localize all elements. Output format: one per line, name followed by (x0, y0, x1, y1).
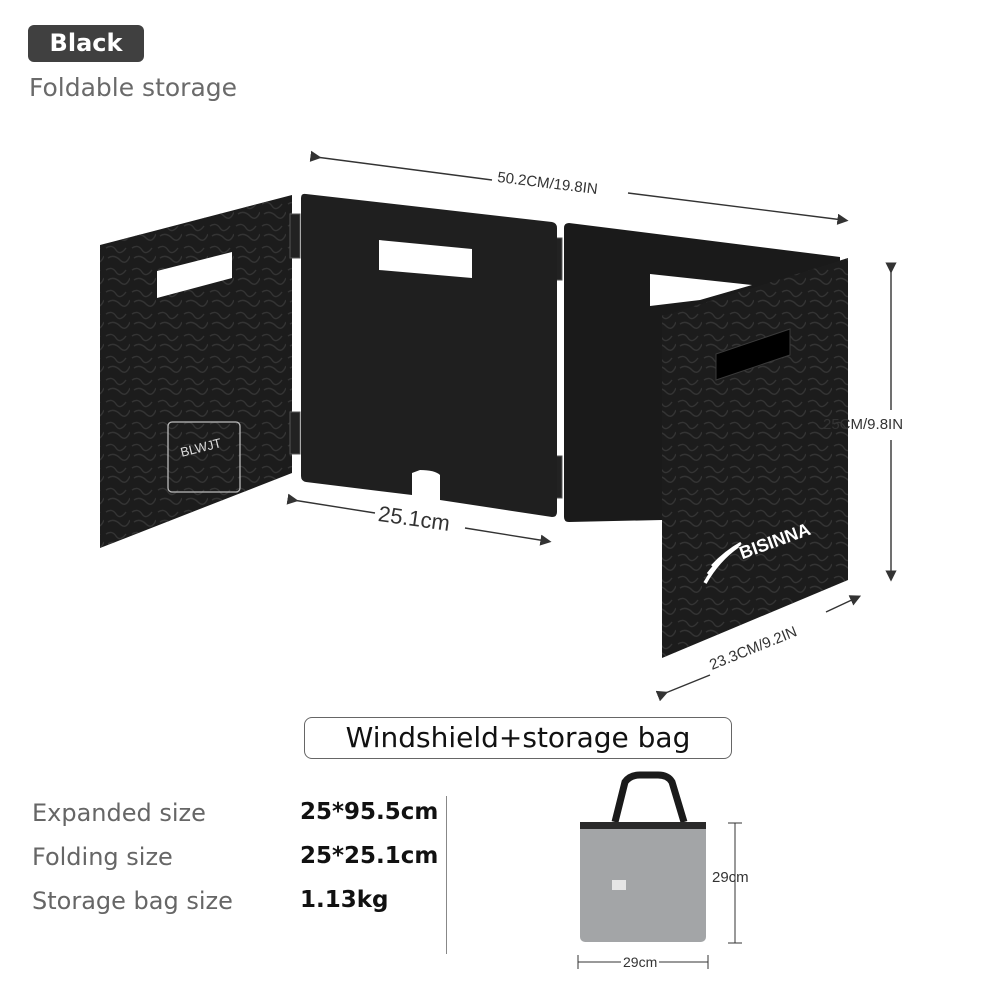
subtitle: Foldable storage (29, 73, 238, 102)
spec-value-bag: 1.13kg (300, 887, 389, 913)
panel-mark-frame (167, 421, 241, 493)
brand-logo-icon (703, 541, 742, 584)
windshield-panel-back (564, 223, 840, 522)
handle-cutout (157, 252, 232, 298)
spec-value-folding: 25*25.1cm (300, 843, 439, 869)
windshield-panel-center (301, 193, 557, 518)
windshield-panel-left (100, 195, 292, 548)
handle-cutout (379, 240, 472, 278)
spec-label-folding: Folding size (32, 843, 173, 871)
spec-divider (446, 796, 447, 954)
spec-value-expanded: 25*95.5cm (300, 799, 439, 825)
color-badge: Black (28, 25, 144, 62)
caption-windshield-storage-bag: Windshield+storage bag (304, 717, 732, 759)
bag-logo-icon (612, 880, 626, 890)
height-label: 25CM/9.8IN (823, 416, 904, 433)
windshield-panel-front (662, 258, 848, 658)
storage-bag (577, 771, 742, 969)
bag-handle (611, 771, 688, 824)
spec-label-bag: Storage bag size (32, 887, 233, 915)
bag-height-label: 29cm (712, 869, 749, 886)
handle-cutout (715, 328, 791, 381)
handle-cutout (650, 274, 752, 306)
spec-label-expanded: Expanded size (32, 799, 206, 827)
bag-width-label: 29cm (621, 954, 660, 970)
